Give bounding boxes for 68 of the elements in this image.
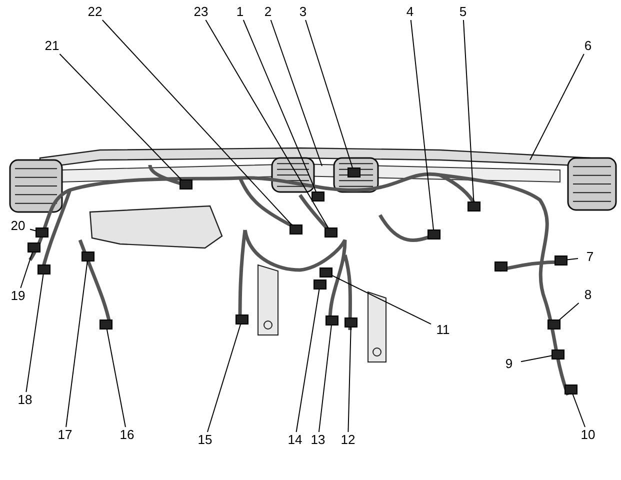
connector	[236, 314, 248, 324]
connector	[28, 242, 40, 252]
connector	[82, 252, 94, 262]
connector	[290, 224, 302, 234]
connector	[552, 350, 564, 360]
leader-line	[205, 20, 329, 228]
leader-line	[206, 324, 242, 432]
leader-line	[20, 252, 34, 288]
callout-number: 17	[54, 428, 76, 442]
connector	[468, 202, 480, 212]
callout-number: 16	[116, 428, 138, 442]
connector	[554, 256, 568, 266]
leader-line	[242, 20, 317, 192]
leader-line	[462, 20, 474, 202]
leader-line	[106, 328, 126, 428]
callout-number: 12	[337, 433, 359, 447]
leader-line	[30, 228, 36, 232]
connector	[344, 318, 358, 328]
callout-number: 5	[452, 5, 474, 19]
leader-line	[558, 302, 580, 320]
callout-number: 18	[14, 393, 36, 407]
connector	[100, 320, 112, 330]
leader-line	[305, 20, 354, 168]
callout-number: 13	[307, 433, 329, 447]
callout-number: 7	[579, 250, 601, 264]
leader-line	[318, 324, 332, 432]
callout-number: 14	[284, 433, 306, 447]
callout-number: 9	[498, 357, 520, 371]
callout-number: 6	[577, 39, 599, 53]
leader-line	[530, 54, 584, 160]
callout-number: 22	[84, 5, 106, 19]
leader-line	[566, 258, 578, 260]
connector	[564, 384, 578, 394]
connector	[314, 280, 326, 290]
connector	[320, 268, 332, 278]
callout-number: 23	[190, 5, 212, 19]
leader-line	[520, 355, 552, 362]
leader-line	[410, 20, 434, 230]
connector	[324, 228, 338, 238]
leader-line	[66, 260, 88, 428]
connector	[180, 180, 192, 190]
connector	[348, 168, 360, 178]
leader-line	[26, 274, 44, 392]
leader-line	[348, 326, 352, 432]
leader-line	[102, 20, 292, 226]
leader-line	[270, 20, 322, 166]
callout-number: 2	[257, 5, 279, 19]
callout-number: 4	[399, 5, 421, 19]
callout-number: 8	[577, 288, 599, 302]
connector	[428, 230, 440, 240]
connector	[312, 192, 324, 202]
callout-number: 20	[7, 219, 29, 233]
callout-number: 1	[229, 5, 251, 19]
connector	[494, 262, 508, 272]
callout-number: 15	[194, 433, 216, 447]
leader-line	[572, 394, 586, 428]
callout-number: 3	[292, 5, 314, 19]
connector	[326, 316, 338, 326]
connector	[38, 264, 50, 274]
connector	[548, 320, 560, 330]
callout-number: 11	[432, 323, 454, 337]
leader-line	[59, 54, 182, 180]
callout-number: 21	[41, 39, 63, 53]
leader-line	[296, 288, 320, 432]
leader-line	[332, 274, 432, 325]
callout-number: 19	[7, 289, 29, 303]
connector	[36, 228, 48, 238]
callout-number: 10	[577, 428, 599, 442]
